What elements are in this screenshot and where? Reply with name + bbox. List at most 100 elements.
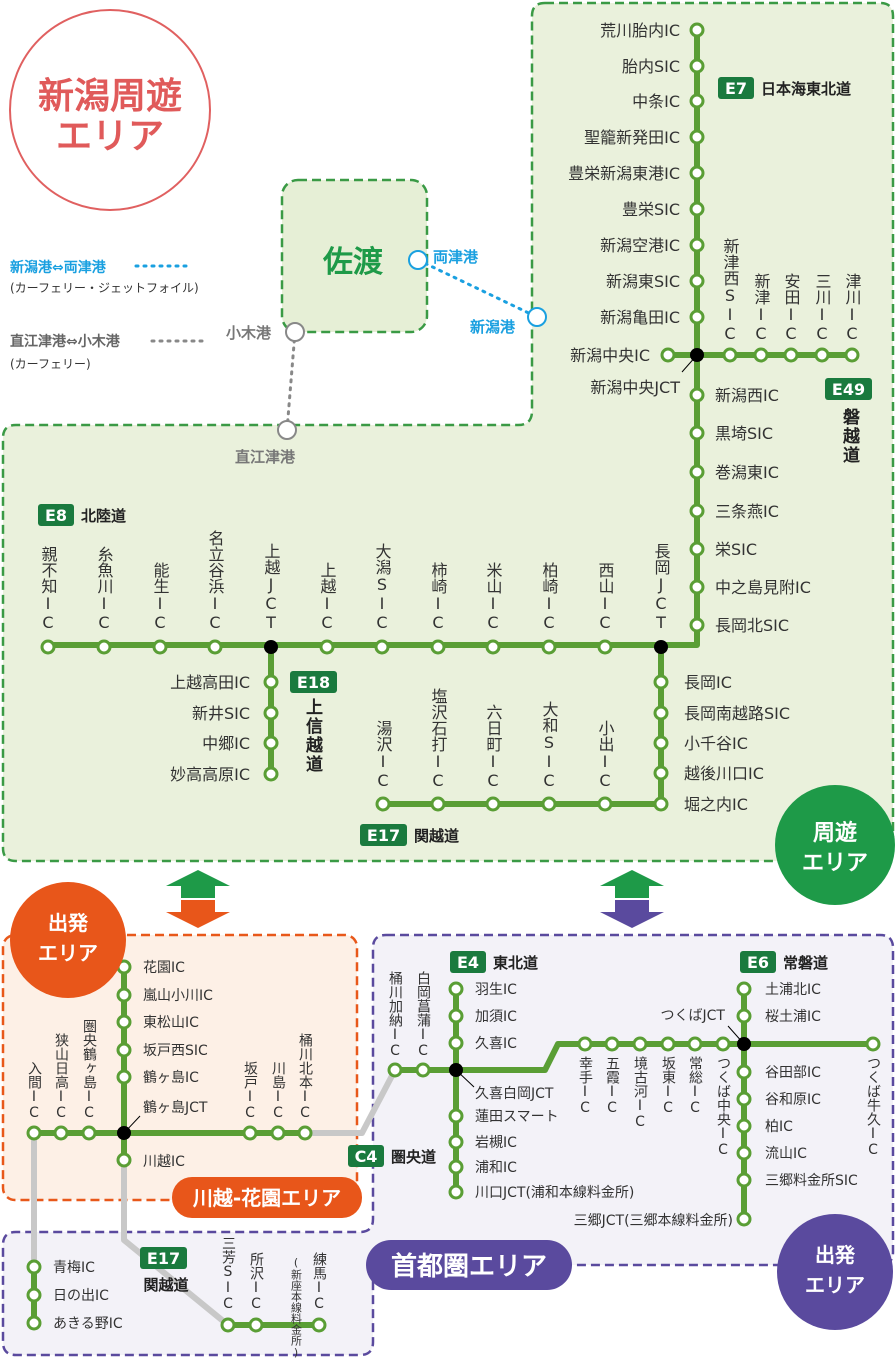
route-badge (360, 824, 407, 846)
interchange-icon (689, 309, 705, 325)
interchange-icon (783, 347, 799, 363)
interchange-icon (248, 1317, 264, 1333)
port-niigata: 新潟港 (470, 318, 516, 336)
port-ogi-icon (285, 322, 305, 342)
station-label: 中之島見附IC (715, 578, 811, 597)
interchange-icon (242, 1125, 258, 1141)
interchange-icon (26, 1287, 42, 1303)
station-label: 新潟中央JCT (590, 378, 680, 397)
station-label: 練馬IC (311, 1252, 327, 1312)
interchange-icon (207, 639, 223, 655)
route-name: 北陸道 (81, 507, 126, 525)
route-number: E17 (367, 826, 400, 845)
interchange-icon (753, 347, 769, 363)
junction-icon (737, 1037, 751, 1051)
station-label: 西山IC (596, 562, 615, 632)
interchange-icon (814, 347, 830, 363)
interchange-icon (297, 1125, 313, 1141)
arrow-up-icon (600, 870, 664, 898)
interchange-icon (653, 705, 669, 721)
toll-note: (新座本線料金所) (290, 1256, 303, 1359)
loop-area-title: 周遊 (813, 820, 857, 846)
station-label: 久喜IC (475, 1036, 517, 1052)
station-label: 鶴ヶ島JCT (143, 1099, 208, 1116)
interchange-icon (597, 639, 613, 655)
station-label: 岩槻IC (475, 1134, 517, 1151)
depart-area-title: 出発 (815, 1243, 856, 1267)
junction-icon (690, 348, 704, 362)
interchange-icon (689, 464, 705, 480)
station-label: 胎内SIC (622, 57, 680, 76)
interchange-icon (689, 273, 705, 289)
route-name: 東北道 (493, 954, 538, 972)
interchange-icon (604, 1036, 620, 1052)
station-label: 大和SIC (540, 701, 559, 790)
station-label: 所沢IC (248, 1252, 264, 1312)
station-label: つくば牛久IC (865, 1056, 881, 1158)
interchange-icon (430, 796, 446, 812)
station-label: 加須IC (475, 1009, 517, 1025)
station-label: 湯沢IC (374, 720, 393, 790)
interchange-icon (116, 1152, 132, 1168)
route-name: 関越道 (414, 827, 459, 845)
route-name: 関越道 (143, 1276, 188, 1294)
interchange-icon (220, 1317, 236, 1333)
station-label: 津川IC (843, 273, 862, 343)
station-label: あきる野IC (53, 1316, 123, 1332)
depart-area-title-2: エリア (38, 941, 98, 965)
station-label: 上越JCT (262, 543, 281, 632)
e17-gray-line (121, 1160, 230, 1328)
interchange-icon (577, 1036, 593, 1052)
station-label: 花園IC (143, 960, 185, 976)
station-label: 川越IC (143, 1154, 185, 1170)
interchange-icon (653, 735, 669, 751)
port-naoetsu: 直江津港 (235, 448, 296, 466)
depart-area-title: 出発 (48, 911, 89, 935)
interchange-icon (736, 1172, 752, 1188)
arrow-up-icon (166, 870, 230, 898)
station-label: 新井SIC (192, 704, 250, 723)
interchange-icon (689, 579, 705, 595)
station-label: 日の出IC (53, 1288, 109, 1304)
interchange-icon (263, 735, 279, 751)
interchange-icon (541, 639, 557, 655)
interchange-icon (736, 981, 752, 997)
route-badge (825, 378, 872, 400)
station-label: つくばJCT (661, 1008, 726, 1024)
shutoken-area-title: 首都圏エリア (391, 1251, 547, 1282)
interchange-icon (689, 22, 705, 38)
niigata-area-title: 新潟周遊 (38, 76, 182, 117)
station-label: 長岡北SIC (715, 616, 789, 635)
interchange-icon (319, 639, 335, 655)
station-label: 川口JCT(浦和本線料金所) (475, 1185, 634, 1201)
station-label: 上越IC (318, 562, 337, 632)
interchange-icon (415, 1062, 431, 1078)
station-label: 新潟東SIC (606, 272, 680, 291)
station-label: 境古河IC (632, 1056, 648, 1130)
station-label: 柿崎IC (429, 562, 448, 632)
arrow-down-icon (166, 900, 230, 928)
station-label: 越後川口IC (684, 764, 764, 783)
station-label: 三川IC (813, 273, 832, 343)
interchange-icon (448, 1108, 464, 1124)
interchange-icon (270, 1125, 286, 1141)
port-niigata-icon (527, 307, 547, 327)
station-label: 浦和IC (475, 1160, 517, 1176)
interchange-icon (541, 796, 557, 812)
junction-icon (117, 1126, 131, 1140)
route-badge (718, 77, 754, 99)
station-label: 入間IC (26, 1061, 42, 1121)
interchange-icon (844, 347, 860, 363)
niigata-area-badge (9, 9, 211, 211)
station-label: 新潟空港IC (600, 236, 680, 255)
station-label: 堀之内IC (684, 795, 748, 814)
station-label: 坂戸西SIC (143, 1043, 208, 1059)
ferry-route-2: 直江津港⇔小木港 (10, 333, 121, 350)
route-number: E49 (832, 380, 865, 399)
interchange-icon (660, 347, 676, 363)
station-label: 五霞IC (604, 1056, 620, 1116)
interchange-icon (96, 639, 112, 655)
route-badge (740, 951, 776, 973)
station-label: 名立谷浜IC (206, 530, 225, 632)
interchange-icon (448, 981, 464, 997)
